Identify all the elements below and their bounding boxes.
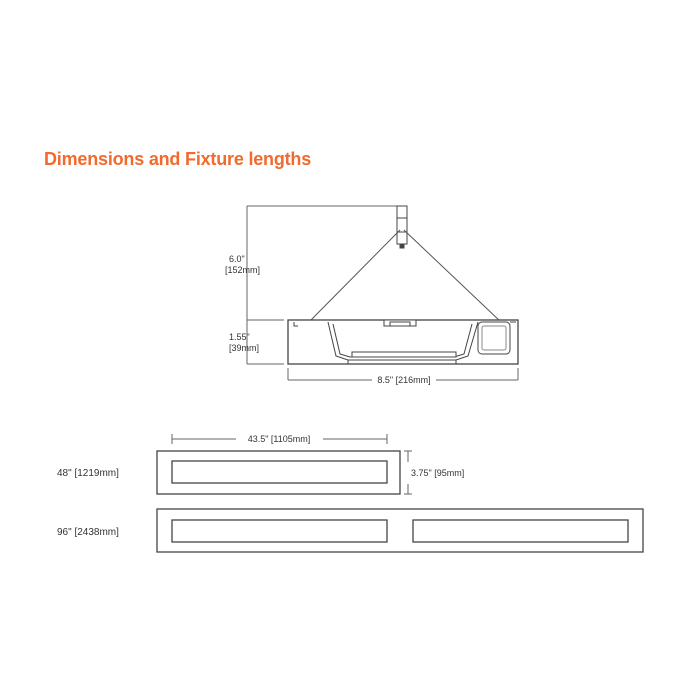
fixture-height-label: 1.55" [229,332,250,342]
suspension-cable-right [403,229,502,323]
fixture-profile [287,319,519,365]
page-title: Dimensions and Fixture lengths [44,149,312,169]
lens-length-label: 43.5" [1105mm] [248,434,311,444]
fixture-height-mm-label: [39mm] [229,343,259,353]
driver-box [477,321,511,355]
lens-96-right [412,519,629,543]
drop-height-mm-label: [152mm] [225,265,260,275]
drop-height-label: 6.0" [229,254,245,264]
fixture-width-label: 3.75" [95mm] [411,468,464,478]
fixture-48 [156,434,412,495]
fixture-96-label: 96" [2438mm] [57,527,119,538]
width-label: 8.5" [216mm] [377,375,430,385]
lens-48 [171,460,388,484]
fixture-48-label: 48" [1219mm] [57,468,119,479]
fixture-96 [156,508,644,553]
lens-96-left [171,519,388,543]
suspension-connector [396,205,408,245]
side-view [246,205,519,381]
suspension-cable-left [308,229,401,323]
